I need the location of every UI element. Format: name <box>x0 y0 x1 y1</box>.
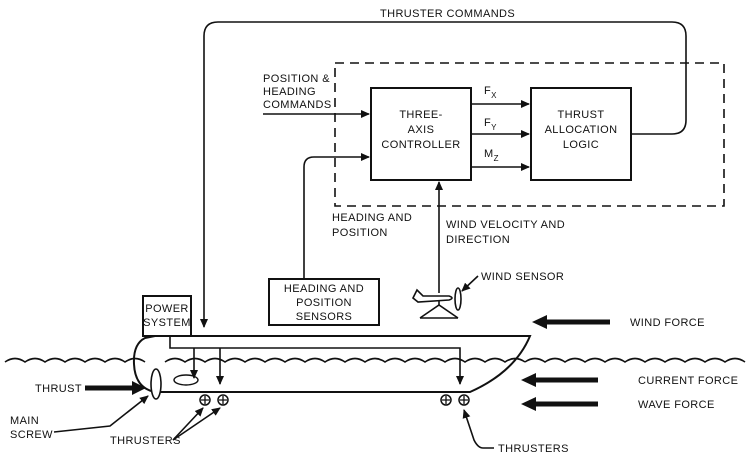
power-label-2: SYSTEM <box>143 317 191 329</box>
commands-label-3: COMMANDS <box>263 99 332 111</box>
thrusters-right-label: THRUSTERS <box>498 443 569 455</box>
sensors-label-1: HEADING AND <box>284 283 364 295</box>
hull-waterline <box>164 357 526 363</box>
main-screw-icon <box>150 368 162 400</box>
thrust-label: THRUST <box>35 383 82 395</box>
commands-label-2: HEADING <box>263 86 316 98</box>
allocation-label-3: LOGIC <box>563 139 599 151</box>
control-system-boundary <box>334 62 725 207</box>
current-force-label: CURRENT FORCE <box>638 375 738 387</box>
wind-sensor-label: WIND SENSOR <box>481 271 564 283</box>
allocation-label-1: THRUST <box>557 109 604 121</box>
wave-force-label: WAVE FORCE <box>638 399 715 411</box>
thruster-commands-line <box>200 21 687 328</box>
screw-shaft-loop <box>173 374 199 386</box>
thruster-icon-4 <box>458 394 470 406</box>
allocation-label-2: ALLOCATION <box>545 124 618 136</box>
commands-label-1: POSITION & <box>263 73 330 85</box>
thrusters-left-label: THRUSTERS <box>110 435 181 447</box>
thruster-icon-1 <box>199 394 211 406</box>
sensors-label-2: POSITION <box>296 297 352 309</box>
heading-position-label-2: POSITION <box>332 227 388 239</box>
wind-velocity-label-2: DIRECTION <box>446 234 510 246</box>
power-line-main <box>169 336 464 385</box>
wind-sensor-pointer <box>461 275 479 292</box>
thruster-commands-label: THRUSTER COMMANDS <box>380 8 515 20</box>
fy-label: FY <box>484 117 497 132</box>
wind-velocity-label-1: WIND VELOCITY AND <box>446 219 565 231</box>
heading-position-sensors-box <box>268 278 380 326</box>
sensor-feedback-line <box>303 153 370 279</box>
wind-sensor-icon <box>411 287 462 319</box>
main-screw-pointer <box>53 395 149 433</box>
sensors-label-3: SENSORS <box>296 311 353 323</box>
thrusters-left-pointer-2 <box>172 407 221 441</box>
thrusters-left-pointer-1 <box>172 407 204 441</box>
controller-label-3: CONTROLLER <box>381 139 460 151</box>
thruster-icon-2 <box>217 394 229 406</box>
main-screw-label-1: MAIN <box>10 415 39 427</box>
thruster-icon-3 <box>440 394 452 406</box>
power-label-1: POWER <box>145 303 189 315</box>
heading-position-label-1: HEADING AND <box>332 212 412 224</box>
thrusters-right-pointer <box>462 409 494 449</box>
three-axis-controller-box <box>370 87 472 181</box>
mz-label: MZ <box>484 148 499 163</box>
water-surface <box>4 357 746 363</box>
wind-force-label: WIND FORCE <box>630 317 705 329</box>
power-system-box <box>142 295 192 337</box>
fx-label: FX <box>484 85 497 100</box>
wind-force-arrow <box>532 315 610 329</box>
controller-label-2: AXIS <box>408 124 435 136</box>
wave-force-arrow <box>521 397 598 411</box>
current-force-arrow <box>521 373 598 387</box>
main-screw-label-2: SCREW <box>10 429 53 441</box>
controller-label-1: THREE- <box>399 109 442 121</box>
thrust-arrowhead <box>132 381 146 395</box>
